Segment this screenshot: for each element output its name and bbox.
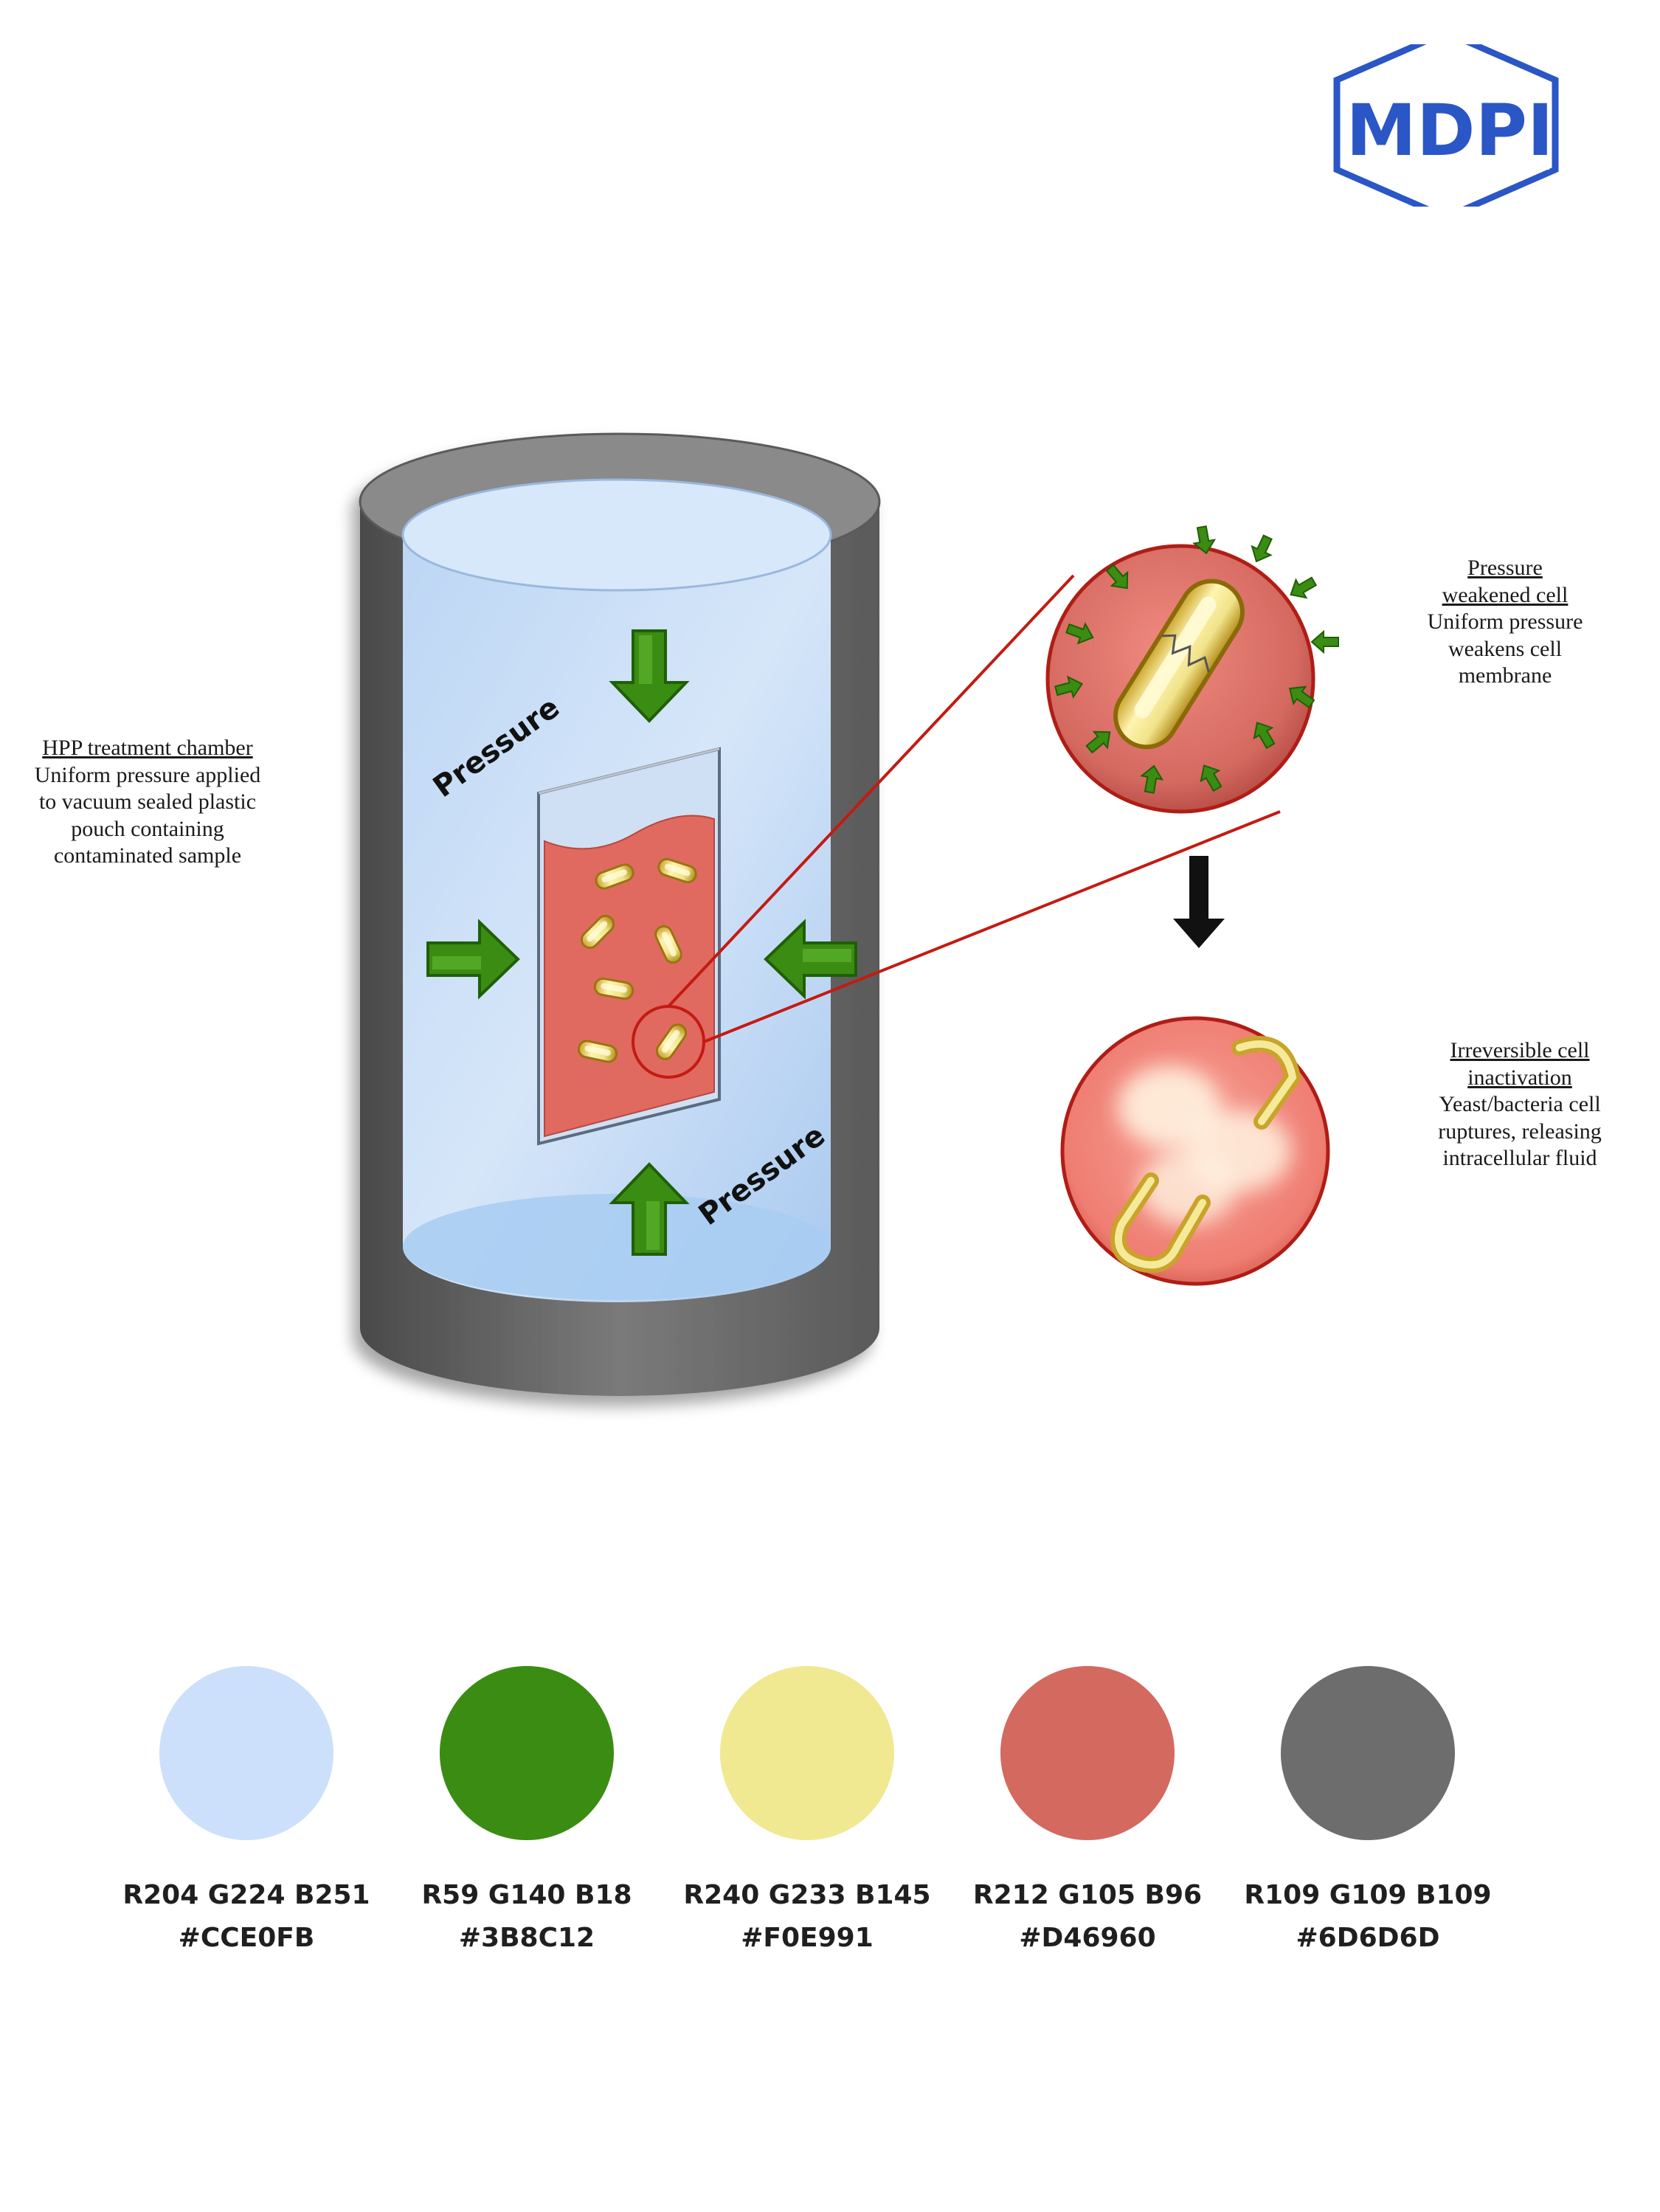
chamber-description: HPP treatment chamber Uniform pressure a…: [0, 735, 295, 870]
zoom-line: [703, 810, 1281, 1043]
inactivation-description: Irreversible cell inactivation Yeast/bac…: [1387, 1037, 1653, 1172]
chamber-line: to vacuum sealed plastic: [38, 789, 257, 815]
hpp-diagram: Pressure Pressure: [359, 432, 1339, 1396]
swatch-label: R109 G109 B109 #6D6D6D: [1228, 1874, 1508, 1960]
swatch-red: [1000, 1666, 1175, 1840]
water-surface: [401, 478, 832, 592]
mdpi-logo: MDPI: [1333, 44, 1559, 207]
chamber-line: contaminated sample: [53, 843, 242, 868]
swatch-rgb: R240 G233 B145: [683, 1880, 931, 1910]
swatch-light-blue: [159, 1666, 333, 1840]
inactivation-line: ruptures, releasing: [1438, 1119, 1602, 1144]
weakened-title: Pressure: [1467, 556, 1543, 580]
swatch-gray: [1281, 1666, 1455, 1840]
swatch-rgb: R59 G140 B18: [421, 1880, 632, 1910]
swatch-label: R212 G105 B96 #D46960: [947, 1874, 1228, 1960]
inactivation-title: inactivation: [1467, 1065, 1572, 1090]
swatch-label: R204 G224 B251 #CCE0FB: [106, 1874, 387, 1960]
swatch-hex: #6D6D6D: [1296, 1923, 1440, 1953]
swatch-hex: #CCE0FB: [178, 1923, 315, 1953]
swatch-yellow: [720, 1666, 894, 1840]
swatch-hex: #3B8C12: [458, 1923, 595, 1953]
zoom-line: [667, 574, 1075, 1008]
chamber-line: pouch containing: [71, 816, 224, 841]
inactivation-line: intracellular fluid: [1442, 1146, 1597, 1171]
weakened-line: weakens cell: [1448, 636, 1563, 661]
weakened-line: membrane: [1458, 663, 1552, 688]
swatch-hex: #D46960: [1019, 1923, 1156, 1953]
inactivation-title: Irreversible cell: [1450, 1038, 1590, 1062]
chamber-bottom: [403, 1194, 831, 1300]
swatch-hex: #F0E991: [741, 1923, 874, 1953]
sample-pouch: [537, 747, 721, 1146]
inactivated-cell: [1060, 1016, 1330, 1286]
weakened-line: Uniform pressure: [1427, 609, 1583, 635]
weakened-cell: [1045, 524, 1339, 814]
swatch-label: R240 G233 B145 #F0E991: [667, 1874, 947, 1960]
logo-text: MDPI: [1346, 89, 1553, 172]
chamber-line: Uniform pressure applied: [34, 762, 261, 787]
chamber-title: HPP treatment chamber: [42, 736, 253, 760]
swatch-green: [440, 1666, 614, 1840]
contaminated-sample: [544, 815, 715, 1138]
process-arrow: [1173, 856, 1225, 948]
swatch-label: R59 G140 B18 #3B8C12: [387, 1874, 667, 1960]
weakened-title: weakened cell: [1442, 582, 1569, 607]
swatch-rgb: R204 G224 B251: [122, 1880, 370, 1910]
swatch-rgb: R109 G109 B109: [1244, 1880, 1492, 1910]
swatch-rgb: R212 G105 B96: [972, 1880, 1203, 1910]
weakened-description: Pressure weakened cell Uniform pressure …: [1387, 555, 1623, 690]
inactivation-line: Yeast/bacteria cell: [1439, 1092, 1601, 1117]
